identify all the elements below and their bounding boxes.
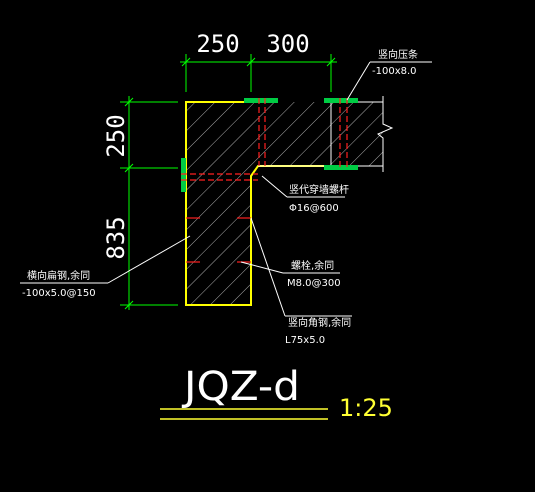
note-mid-title: 螺栓,余同	[291, 259, 334, 272]
dim-top-right: 300	[266, 30, 309, 58]
dimension-lines	[120, 54, 337, 310]
note-angle-spec: L75x5.0	[285, 335, 325, 346]
drawing-scale: 1:25	[339, 394, 393, 422]
dim-left-upper: 250	[102, 114, 130, 157]
note-mid-spec: M8.0@300	[287, 278, 341, 289]
note-top-right-title: 竖向压条	[378, 48, 418, 61]
note-left-spec: -100x5.0@150	[22, 288, 96, 299]
concrete-section	[186, 102, 383, 305]
note-left-title: 横向扁钢,余同	[27, 269, 90, 282]
leader-lines	[20, 61, 432, 317]
note-angle-title: 竖向角钢,余同	[288, 316, 351, 329]
note-top-right-spec: -100x8.0	[372, 66, 417, 77]
drawing-title: JQZ-d	[181, 364, 300, 410]
steel-plates	[181, 98, 358, 192]
dim-left-lower: 835	[102, 216, 130, 259]
steel-outline	[185, 101, 331, 306]
dim-top-left: 250	[196, 30, 239, 58]
note-bolt-spec: Φ16@600	[289, 203, 339, 214]
bolts	[181, 98, 348, 263]
note-bolt-title: 竖代穿墙螺杆	[289, 183, 349, 196]
